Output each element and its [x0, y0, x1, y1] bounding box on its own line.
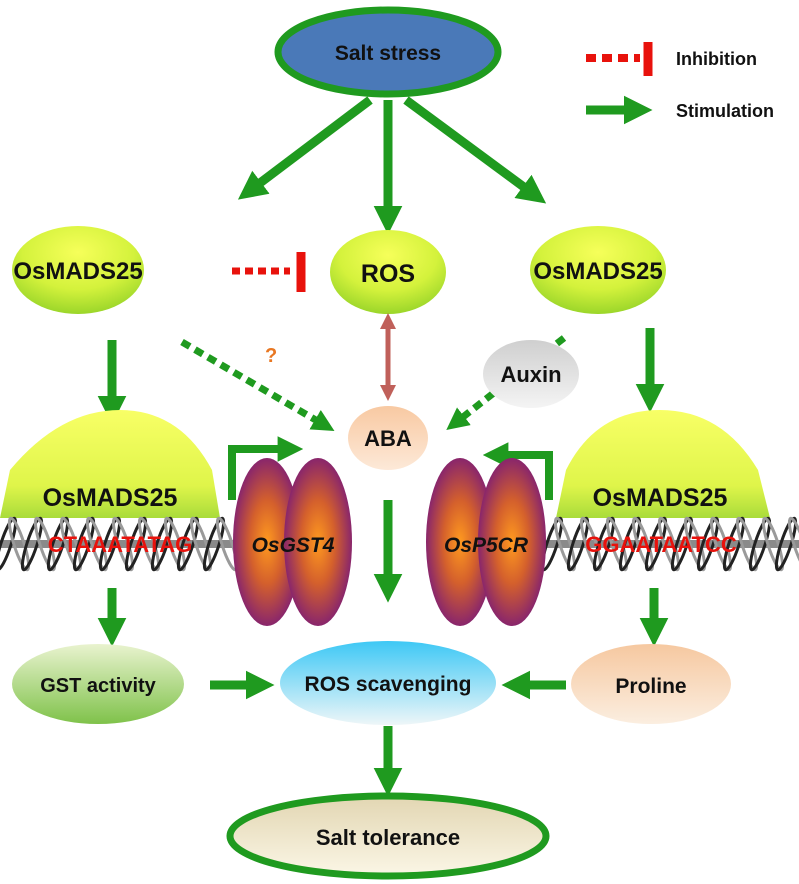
ros-scavenging-label: ROS scavenging	[305, 673, 472, 696]
aba-label: ABA	[364, 426, 412, 451]
osp5cr-gene: OsP5CR	[426, 458, 546, 626]
right-motif-sequence: GGAATAATCC	[585, 532, 737, 557]
osmads25-left-label: OsMADS25	[13, 258, 142, 285]
salt-tolerance-label: Salt tolerance	[316, 825, 460, 850]
ros-node: ROS	[330, 230, 446, 314]
dna-helix-right	[540, 516, 799, 572]
gst4-transcription-arrow	[228, 436, 304, 500]
legend-inhibition-label: Inhibition	[676, 49, 757, 69]
dashed-arrow-osmads25-to-aba	[180, 338, 335, 431]
osmads25-left-node: OsMADS25	[12, 226, 144, 314]
proline-node: Proline	[571, 644, 731, 724]
osgst4-label: OsGST4	[252, 534, 335, 557]
dna-helix-left	[0, 516, 239, 572]
auxin-label: Auxin	[500, 362, 561, 387]
osgst4-gene: OsGST4	[233, 458, 352, 626]
p5cr-transcription-arrow	[482, 442, 553, 500]
legend: Inhibition Stimulation	[586, 42, 774, 125]
ros-scavenging-node: ROS scavenging	[280, 641, 496, 725]
left-factor-label: OsMADS25	[43, 484, 178, 512]
left-motif-sequence: CTAAATATAG	[48, 532, 193, 557]
salt-tolerance-node: Salt tolerance	[226, 792, 550, 880]
salt-stress-label: Salt stress	[335, 42, 441, 65]
aba-node: ABA	[348, 406, 428, 470]
gst-activity-label: GST activity	[40, 675, 156, 697]
legend-stimulation-label: Stimulation	[676, 101, 774, 121]
osmads25-right-node: OsMADS25	[530, 226, 666, 314]
inhibition-osmads25-ros	[232, 252, 306, 292]
ros-label: ROS	[361, 260, 415, 288]
salt-stress-arrows	[237, 96, 547, 235]
right-factor-label: OsMADS25	[593, 484, 728, 512]
arrow-to-left-osmads25	[237, 96, 373, 200]
proline-label: Proline	[615, 675, 686, 698]
osp5cr-label: OsP5CR	[444, 534, 529, 557]
salt-stress-node: Salt stress	[274, 6, 502, 98]
right-factor-bump: OsMADS25	[556, 410, 770, 518]
auxin-node: Auxin	[483, 340, 579, 408]
gst-activity-node: GST activity	[12, 644, 184, 724]
left-factor-bump: OsMADS25	[0, 410, 220, 518]
question-mark: ?	[265, 345, 277, 367]
osmads25-right-label: OsMADS25	[533, 258, 662, 285]
arrow-to-right-osmads25	[403, 96, 547, 204]
